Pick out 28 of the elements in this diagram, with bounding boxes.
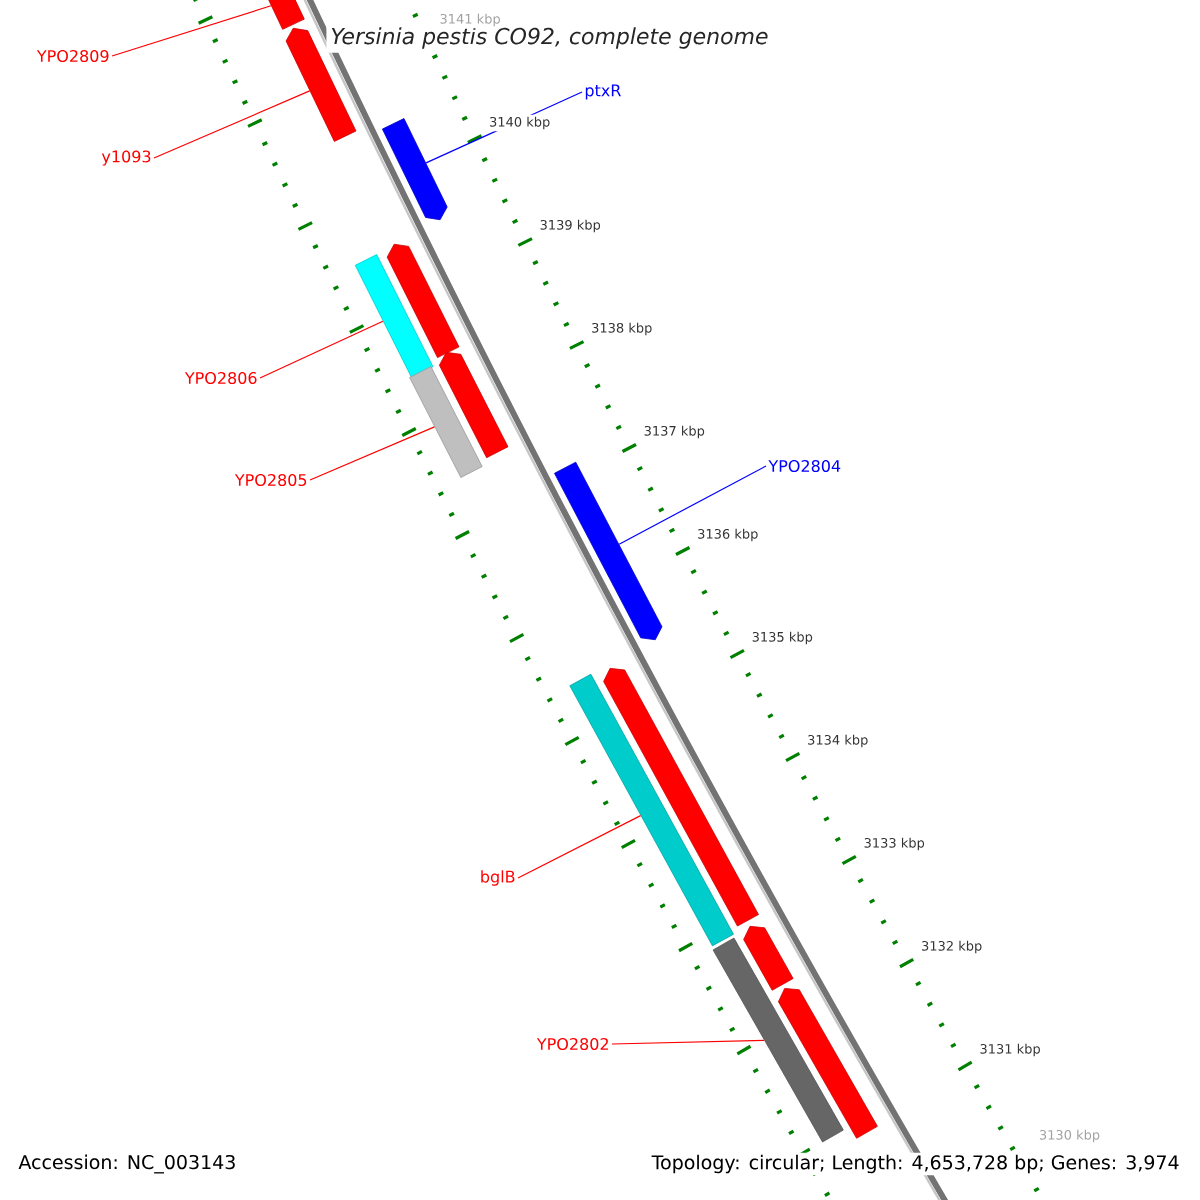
gene-block [354,254,434,378]
leader-line [111,5,272,57]
gene-block [382,118,448,221]
leader-line [618,465,767,545]
gene-label: YPO2804 [768,459,841,473]
gene-label: bglB [481,870,515,886]
gene-block [409,366,483,478]
footer-text: Topology: circular; Length: 4,653,728 bp; Genes: 3,974 [649,1152,1182,1176]
gene-block [603,667,759,927]
gene-label: YPO2805 [234,473,307,487]
footer-text: Accession: NC_003143 [16,1152,239,1176]
gene-block [569,673,734,947]
gene-label: ptxR [585,84,621,100]
gene-block [743,925,794,991]
gene-block [554,461,663,641]
leader-line [259,320,384,379]
gene-block [778,988,878,1139]
gene-label: y1093 [101,150,151,166]
leader-line [517,815,642,879]
gene-label: YPO2806 [184,371,257,385]
gene-block [712,937,844,1143]
leader-line [309,426,436,481]
gene-label: YPO2809 [36,49,109,63]
leader-line [153,90,311,159]
gene-block [439,351,509,459]
gene-block [386,243,460,358]
gene-label: YPO2802 [536,1037,608,1051]
leader-line [611,1039,765,1045]
